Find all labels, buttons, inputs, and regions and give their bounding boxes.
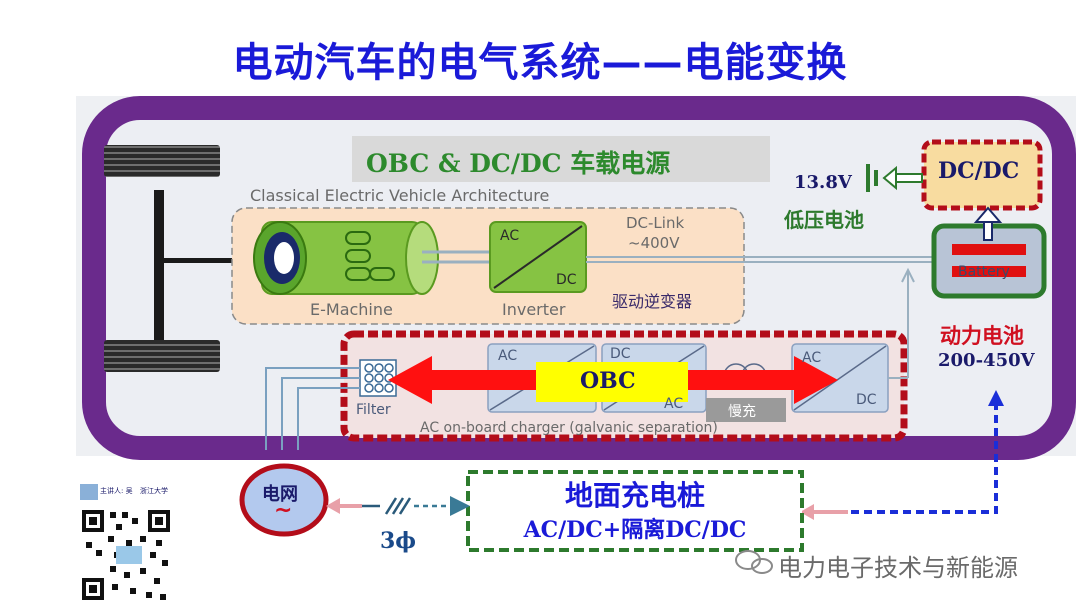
grid-ac-symbol: ~ <box>274 498 293 523</box>
three-phase-label: 3ϕ <box>380 528 417 554</box>
inverter-block <box>489 221 587 293</box>
dcdc-label: DC/DC <box>938 158 1020 184</box>
inverter-label: Inverter <box>502 300 566 319</box>
charging-pile-title: 地面充电桩 <box>564 479 705 512</box>
traction-voltage-label: 200-450V <box>938 350 1035 371</box>
inverter-dc-label: DC <box>556 272 577 288</box>
battery-label: Battery <box>958 264 1010 280</box>
filter-label: Filter <box>356 402 391 418</box>
lv-voltage-label: 13.8V <box>794 172 852 193</box>
charger-dc1-label: DC <box>610 346 631 362</box>
obc-dcdc-banner-bg <box>352 136 770 182</box>
pile-to-battery-dashed-line <box>848 402 998 514</box>
page-title: 电动汽车的电气系统——电能变换 <box>232 40 848 86</box>
grid-label: 电网 <box>262 484 298 505</box>
pink-arrow-right <box>800 504 814 520</box>
charger-ac3-label: AC <box>802 350 822 366</box>
three-phase-symbol <box>362 497 412 515</box>
lv-battery-icon <box>866 164 878 192</box>
obc-label: OBC <box>580 368 636 394</box>
charger-ac1-label: AC <box>498 348 518 364</box>
watermark-text: 电力电子技术与新能源 <box>778 554 1018 582</box>
grid-feed-lines <box>265 367 360 450</box>
qr-code-image <box>80 480 172 604</box>
lv-battery-label: 低压电池 <box>784 208 864 232</box>
drive-inverter-bg <box>600 286 716 312</box>
pink-arrow-left <box>326 498 340 514</box>
obc-label-bg <box>536 362 688 402</box>
axle-with-wheels <box>104 145 270 372</box>
grid-icon <box>239 463 329 537</box>
obc-dcdc-banner: OBC & DC/DC 车载电源 <box>366 149 671 178</box>
qr-caption-1: 主讲人: 吴 <box>100 487 133 495</box>
drive-inverter-label: 驱动逆变器 <box>612 292 693 311</box>
on-board-charger-label: AC on-board charger (galvanic separation… <box>420 420 718 436</box>
dcdc-to-lv-battery-arrow <box>882 165 923 191</box>
dc-link-label: DC-Link <box>626 214 685 232</box>
charger-dc3-label: DC <box>856 392 877 408</box>
slow-charge-label: 慢充 <box>728 404 756 420</box>
dcdc-converter-box <box>921 139 1043 211</box>
charging-pile-desc: AC/DC+隔离DC/DC <box>523 517 747 543</box>
battery-to-dcdc-arrow <box>973 206 1003 241</box>
traction-battery-label: 动力电池 <box>940 324 1024 348</box>
inverter-ac-label: AC <box>500 228 520 244</box>
slow-charge-bg <box>706 398 786 422</box>
qr-caption-2: 浙江大学 <box>140 487 168 495</box>
e-machine-label: E-Machine <box>310 300 393 319</box>
wechat-icon <box>735 550 773 574</box>
dc-link-voltage: ~400V <box>628 234 680 252</box>
filter-icon <box>359 359 397 397</box>
e-machine-icon <box>253 221 439 295</box>
charger-ac2-label: AC <box>664 396 684 412</box>
architecture-label: Classical Electric Vehicle Architecture <box>250 186 550 205</box>
charging-pile-box <box>466 470 804 552</box>
